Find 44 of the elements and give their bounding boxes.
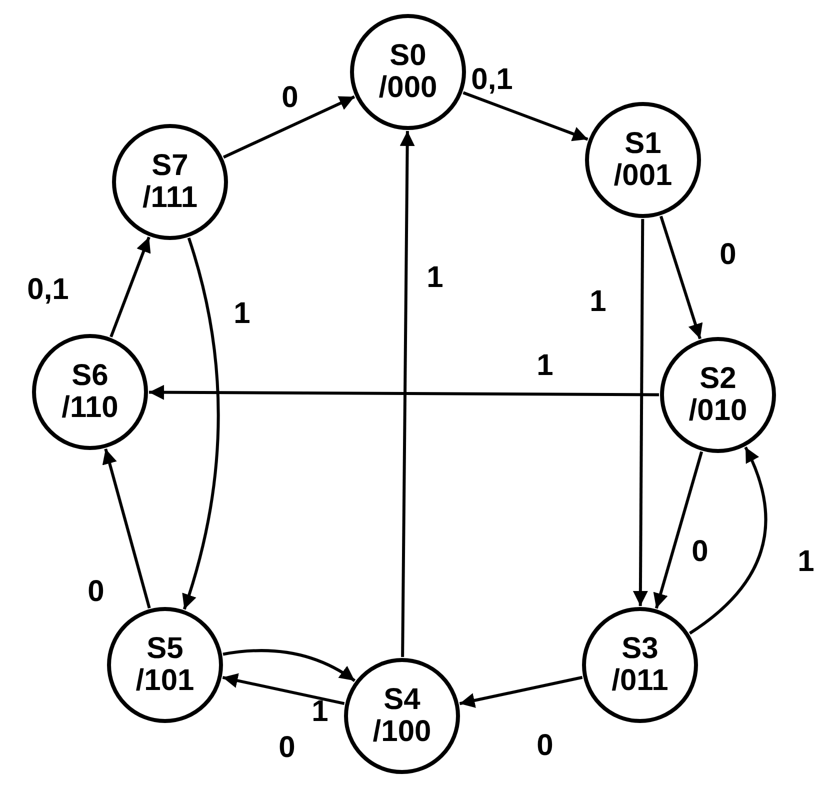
- transition-arrow: [660, 216, 703, 340]
- transition-arrow: [653, 451, 704, 609]
- edge-label: 1: [426, 263, 444, 293]
- state-name: S4: [384, 684, 420, 716]
- state-output: /110: [62, 392, 118, 424]
- edge-label: 0: [720, 240, 736, 270]
- state-name: S7: [152, 150, 188, 182]
- state-output: /001: [614, 160, 672, 192]
- edge-label: 0,1: [471, 65, 513, 95]
- state-name: S6: [72, 360, 108, 392]
- edge-label: 0,1: [27, 275, 69, 305]
- transition-arrow: [400, 130, 415, 658]
- transition-arrow: [462, 91, 588, 142]
- edge-label: 1: [312, 697, 328, 727]
- state-output: /101: [136, 665, 194, 698]
- transition-arrow: [149, 384, 659, 400]
- edge-label: 1: [536, 351, 554, 381]
- edge-label: 0: [278, 733, 296, 763]
- transition-arrow: [459, 676, 583, 708]
- state-name: S5: [146, 632, 184, 665]
- transition-arrow: [222, 673, 345, 706]
- transition-arrow: [632, 219, 648, 606]
- edge-label: 0: [88, 577, 104, 607]
- edge-label: 0: [536, 731, 554, 761]
- transition-arrow: [222, 649, 356, 682]
- transition-arrow: [102, 448, 151, 608]
- state-output: /100: [372, 716, 432, 748]
- state-name: S2: [700, 362, 736, 395]
- transition-arrow: [688, 446, 768, 635]
- state-output: /011: [612, 665, 668, 698]
- edge-label: 1: [234, 299, 250, 329]
- state-output: /010: [688, 395, 748, 428]
- state-name: S1: [624, 128, 662, 160]
- transition-arrow: [110, 236, 151, 338]
- state-output: /111: [142, 182, 198, 214]
- transition-arrow: [222, 95, 356, 159]
- state-output: /000: [378, 72, 438, 104]
- edge-label: 1: [590, 287, 606, 317]
- edge-label: 1: [798, 547, 814, 577]
- state-name: S3: [622, 632, 658, 665]
- edge-label: 0: [282, 83, 298, 113]
- transition-arrow: [182, 237, 220, 610]
- edge-label: 0: [692, 537, 708, 567]
- state-name: S0: [390, 40, 426, 72]
